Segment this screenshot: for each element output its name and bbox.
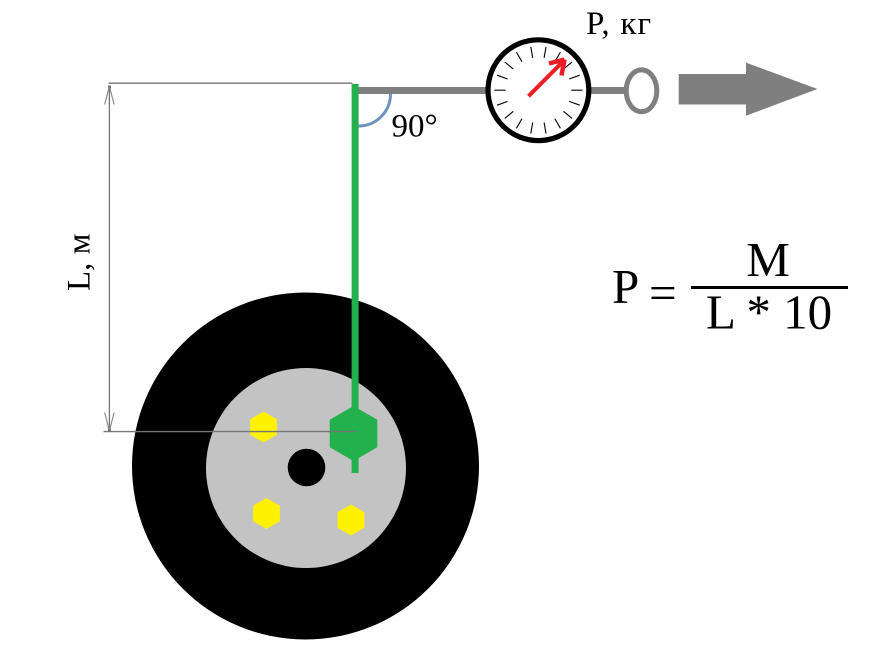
svg-text:L * 10: L * 10 xyxy=(706,285,832,340)
svg-text:Р, кг: Р, кг xyxy=(586,6,652,42)
svg-text:90°: 90° xyxy=(392,108,438,144)
svg-text:L, м: L, м xyxy=(62,233,98,291)
svg-text:=: = xyxy=(649,265,677,320)
svg-text:M: M xyxy=(746,232,790,287)
svg-text:P: P xyxy=(612,259,639,314)
